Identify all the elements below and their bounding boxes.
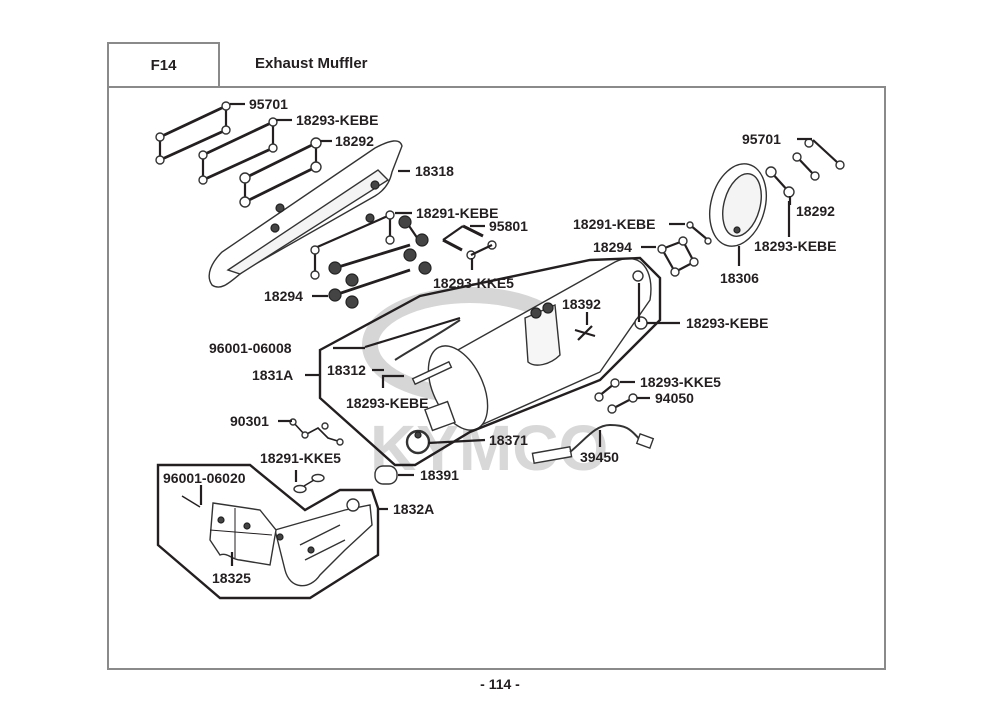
label-90301: 90301 <box>230 413 269 429</box>
label-18293-KEBE-top: 18293-KEBE <box>296 112 379 128</box>
label-18392: 18392 <box>562 296 601 312</box>
label-18318: 18318 <box>415 163 454 179</box>
heat-shield-18325 <box>181 495 277 566</box>
diagram-frame <box>107 86 886 670</box>
label-18293-KKE5-lower: 18293-KKE5 <box>640 374 721 390</box>
label-94050: 94050 <box>655 390 694 406</box>
label-95801: 95801 <box>489 218 528 234</box>
label-18312: 18312 <box>327 362 366 378</box>
label-18306: 18306 <box>720 270 759 286</box>
label-18293-KEBE-right: 18293-KEBE <box>754 238 837 254</box>
grommet-set-18294 <box>310 210 432 309</box>
oxygen-sensor-39450 <box>531 423 655 465</box>
label-95701-left: 95701 <box>249 96 288 112</box>
page-title: Exhaust Muffler <box>255 55 368 72</box>
label-1831A: 1831A <box>252 367 293 383</box>
group-outline-1831A <box>318 256 662 467</box>
studs-90301 <box>289 418 344 446</box>
label-18325: 18325 <box>212 570 251 586</box>
clamp-18371 <box>405 429 431 455</box>
page-number: - 114 - <box>480 676 520 692</box>
label-96001-06008: 96001-06008 <box>209 340 292 356</box>
section-code-box <box>107 42 220 88</box>
label-18293-KEBE-muffler: 18293-KEBE <box>686 315 769 331</box>
fastener-set-18293-kebe <box>198 117 278 185</box>
part-labels: 95701 18293-KEBE 18292 18318 18291-KEBE … <box>163 96 837 586</box>
exhaust-pipe-1832A <box>274 498 373 587</box>
bolt-set-95801 <box>442 224 497 260</box>
label-18292-top: 18292 <box>335 133 374 149</box>
section-code: F14 <box>150 56 177 74</box>
label-96001-06020: 96001-06020 <box>163 470 246 486</box>
label-95701-right: 95701 <box>742 131 781 147</box>
label-39450: 39450 <box>580 449 619 465</box>
watermark-text: KYMCO <box>370 412 608 484</box>
label-18292-right: 18292 <box>796 203 835 219</box>
heat-shield-18318 <box>208 140 403 288</box>
label-18294-left: 18294 <box>264 288 303 304</box>
label-18291-KEBE-left: 18291-KEBE <box>416 205 499 221</box>
label-18291-KEBE-right: 18291-KEBE <box>573 216 656 232</box>
label-18291-KKE5: 18291-KKE5 <box>260 450 341 466</box>
label-18293-KEBE-lower: 18293-KEBE <box>346 395 429 411</box>
label-18371: 18371 <box>489 432 528 448</box>
label-1832A: 1832A <box>393 501 434 517</box>
label-18293-KKE5-top: 18293-KKE5 <box>433 275 514 291</box>
fastener-set-lower <box>594 378 638 414</box>
fastener-set-18292 <box>239 137 322 208</box>
fastener-set-right <box>632 138 845 330</box>
pins-18392 <box>574 325 596 341</box>
gaskets-18291-kke5 <box>293 473 325 494</box>
muffler-1831A <box>364 257 652 432</box>
label-18391: 18391 <box>420 467 459 483</box>
end-cap-18306 <box>709 163 767 247</box>
fastener-set-95701 <box>155 101 231 165</box>
label-18294-right: 18294 <box>593 239 632 255</box>
gasket-18391 <box>374 465 398 485</box>
leader-lines <box>199 102 812 566</box>
